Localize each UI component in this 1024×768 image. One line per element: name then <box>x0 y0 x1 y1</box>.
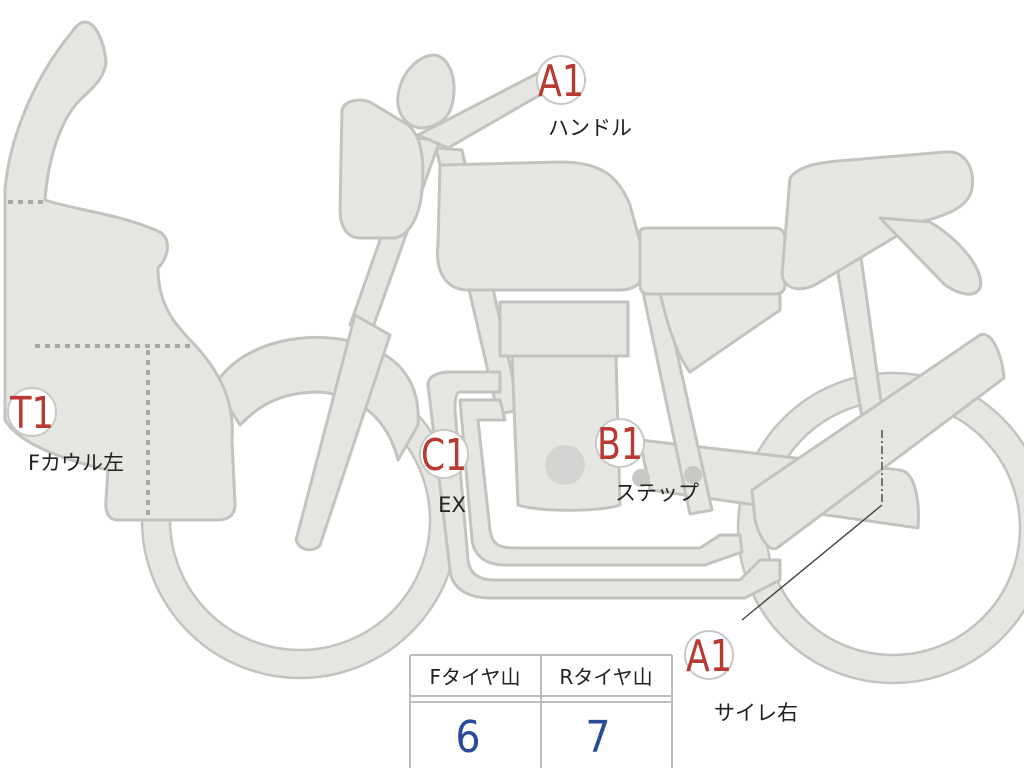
mirror <box>396 53 456 130</box>
callout-handle[interactable]: A1 ハンドル <box>536 55 632 140</box>
callout-exhaust-label: EX <box>438 493 466 517</box>
callout-step-circle <box>595 418 645 468</box>
callout-handle-code: A1 <box>538 56 584 107</box>
rear-tire-header: Rタイヤ山 <box>559 665 652 689</box>
tire-tread-table: Fタイヤ山 Rタイヤ山 6 7 <box>409 654 673 768</box>
engine <box>498 300 630 512</box>
callout-step-label: ステップ <box>615 481 699 505</box>
callout-f-cowl-left-label: Fカウル左 <box>28 451 124 475</box>
front-tire-header: Fタイヤ山 <box>430 665 521 689</box>
cowl-seams <box>8 200 190 516</box>
callout-muffler-right-label: サイレ右 <box>714 701 798 725</box>
callout-exhaust-circle <box>419 429 469 479</box>
callout-f-cowl-left-circle <box>7 387 57 437</box>
front-fender <box>213 335 420 462</box>
seat-front <box>638 226 787 296</box>
step-peg-right <box>684 466 702 484</box>
muffler-leader <box>741 430 883 621</box>
muffler <box>750 332 1006 551</box>
front-tire-value: 6 <box>455 712 480 763</box>
callout-f-cowl-left-code: T1 <box>9 388 54 439</box>
fork-lower <box>294 313 392 552</box>
side-cover <box>658 288 782 374</box>
headlight <box>338 98 425 240</box>
callout-handle-label: ハンドル <box>548 116 632 140</box>
rear-seat <box>780 150 975 291</box>
callout-muffler-right-code: A1 <box>686 631 732 682</box>
callout-step-code: B1 <box>597 419 643 470</box>
fuel-tank <box>435 160 648 292</box>
tail-cowl <box>878 216 983 296</box>
rear-tire-value: 7 <box>585 712 610 763</box>
callout-muffler-right[interactable]: A1 サイレ右 <box>684 630 798 725</box>
callout-f-cowl-left[interactable]: T1 Fカウル左 <box>7 387 124 475</box>
callout-muffler-right-circle <box>684 630 734 680</box>
step-peg-left <box>632 469 650 487</box>
front-cowl <box>3 20 237 522</box>
callout-exhaust[interactable]: C1 EX <box>419 429 469 517</box>
callout-handle-circle <box>536 55 586 105</box>
callout-exhaust-code: C1 <box>421 430 467 481</box>
callout-step[interactable]: B1 ステップ <box>595 418 702 505</box>
exhaust-pipes <box>426 370 782 600</box>
